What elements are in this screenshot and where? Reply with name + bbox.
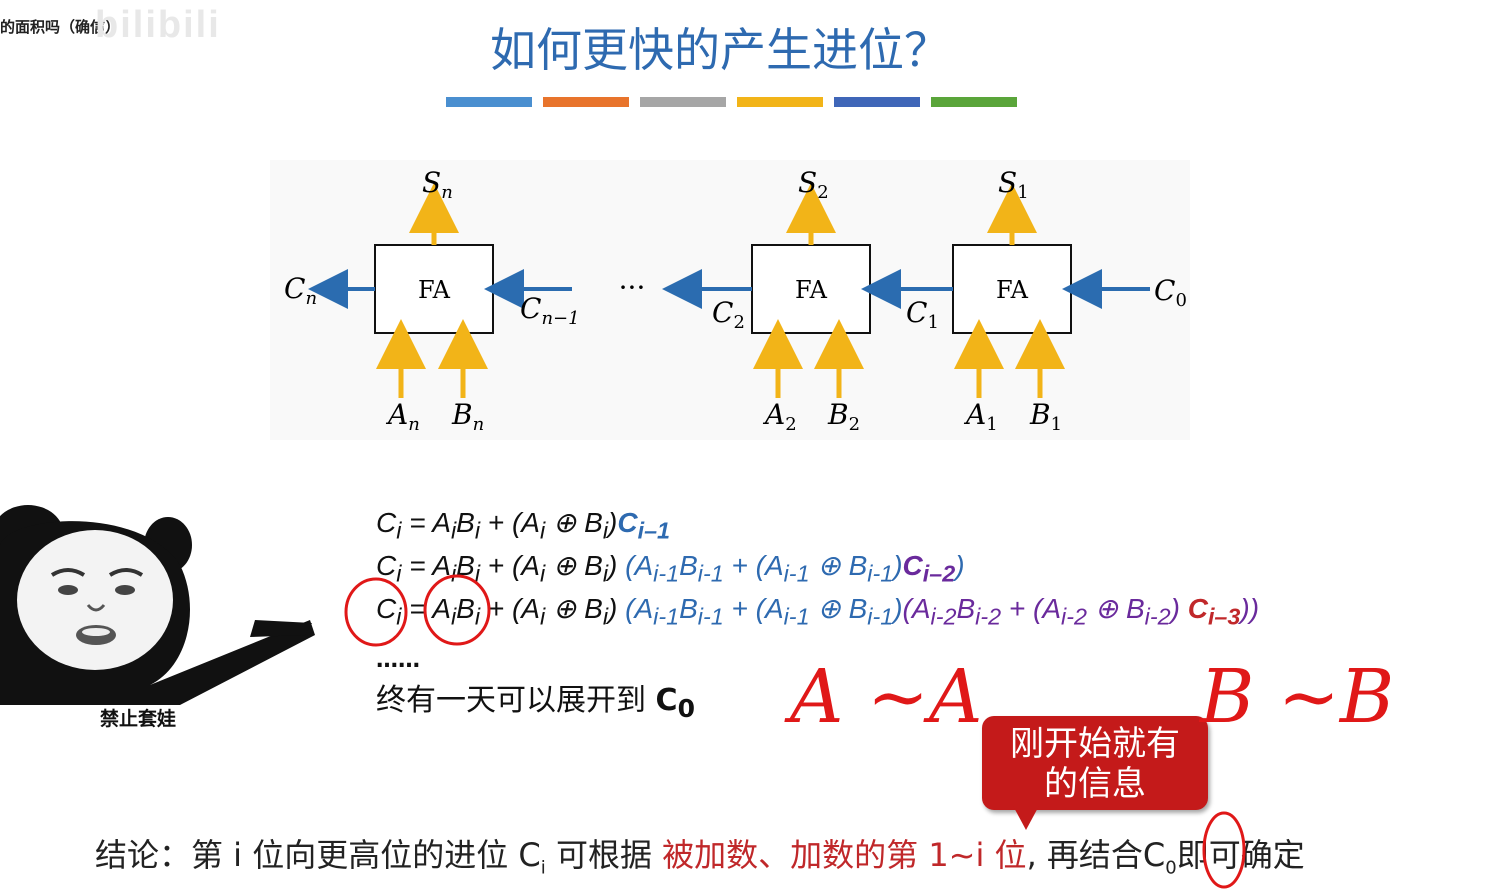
- fa-chain-svg: FA FA FA ··· Sn S2 S1 C: [284, 166, 1187, 435]
- callout-line-2: 的信息: [1044, 764, 1146, 804]
- expand-to-c0-text: 终有一天可以展开到 C0: [376, 683, 695, 723]
- label-c0: C0: [1154, 274, 1187, 311]
- svg-text:FA: FA: [795, 276, 828, 304]
- color-bar-6: [931, 97, 1017, 107]
- label-c1: C1: [906, 296, 939, 333]
- color-bar-5: [834, 97, 920, 107]
- panda-meme-image: [0, 505, 320, 745]
- handwriting-a-range: A ~A: [784, 654, 982, 740]
- fa-block-n: FA: [374, 244, 494, 334]
- ripple-carry-diagram: FA FA FA ··· Sn S2 S1 C: [270, 160, 1190, 440]
- label-cn: Cn: [284, 272, 317, 309]
- slide-title: 如何更快的产生进位？: [490, 23, 950, 77]
- label-a2: A2: [762, 398, 797, 435]
- equation-2: Ci = AiBi + (Ai ⊕ Bi) (Ai-1Bi-1 + (Ai-1 …: [376, 550, 965, 587]
- conclusion-text: 结论：第 i 位向更高位的进位 Ci 可根据 被加数、加数的第 1~i 位, 再…: [95, 836, 1305, 879]
- handwriting-b-range: B ~B: [1198, 654, 1394, 740]
- label-a1: A1: [963, 398, 998, 435]
- label-bn: Bn: [451, 398, 484, 435]
- equation-dots: ……: [376, 648, 420, 673]
- callout-line-1: 刚开始就有: [1010, 724, 1180, 764]
- meme-caption: 禁止套娃: [100, 708, 177, 730]
- label-an: An: [385, 398, 420, 435]
- color-bar-4: [737, 97, 823, 107]
- label-cn1: Cn−1: [520, 292, 580, 329]
- label-b1: B1: [1029, 398, 1062, 435]
- callout-bubble: 刚开始就有 的信息: [982, 716, 1208, 810]
- label-b2: B2: [827, 398, 860, 435]
- fa-block-1: FA: [952, 244, 1072, 334]
- color-bar-2: [543, 97, 629, 107]
- callout-tail: [1012, 804, 1040, 830]
- label-sn: Sn: [422, 166, 453, 203]
- svg-text:FA: FA: [418, 276, 451, 304]
- label-c2: C2: [712, 296, 745, 333]
- diagram-ellipsis: ···: [619, 271, 646, 304]
- color-bar-1: [446, 97, 532, 107]
- watermark: bilibili: [95, 4, 221, 46]
- label-s1: S1: [998, 166, 1029, 203]
- svg-text:FA: FA: [996, 276, 1029, 304]
- equation-3: Ci = AiBi + (Ai ⊕ Bi) (Ai-1Bi-1 + (Ai-1 …: [376, 593, 1260, 630]
- equation-1: Ci = AiBi + (Ai ⊕ Bi)Ci–1: [376, 507, 671, 544]
- top-left-caption: 的面积吗（确信）: [0, 18, 121, 36]
- color-bar-3: [640, 97, 726, 107]
- fa-block-2: FA: [751, 244, 871, 334]
- label-s2: S2: [798, 166, 829, 203]
